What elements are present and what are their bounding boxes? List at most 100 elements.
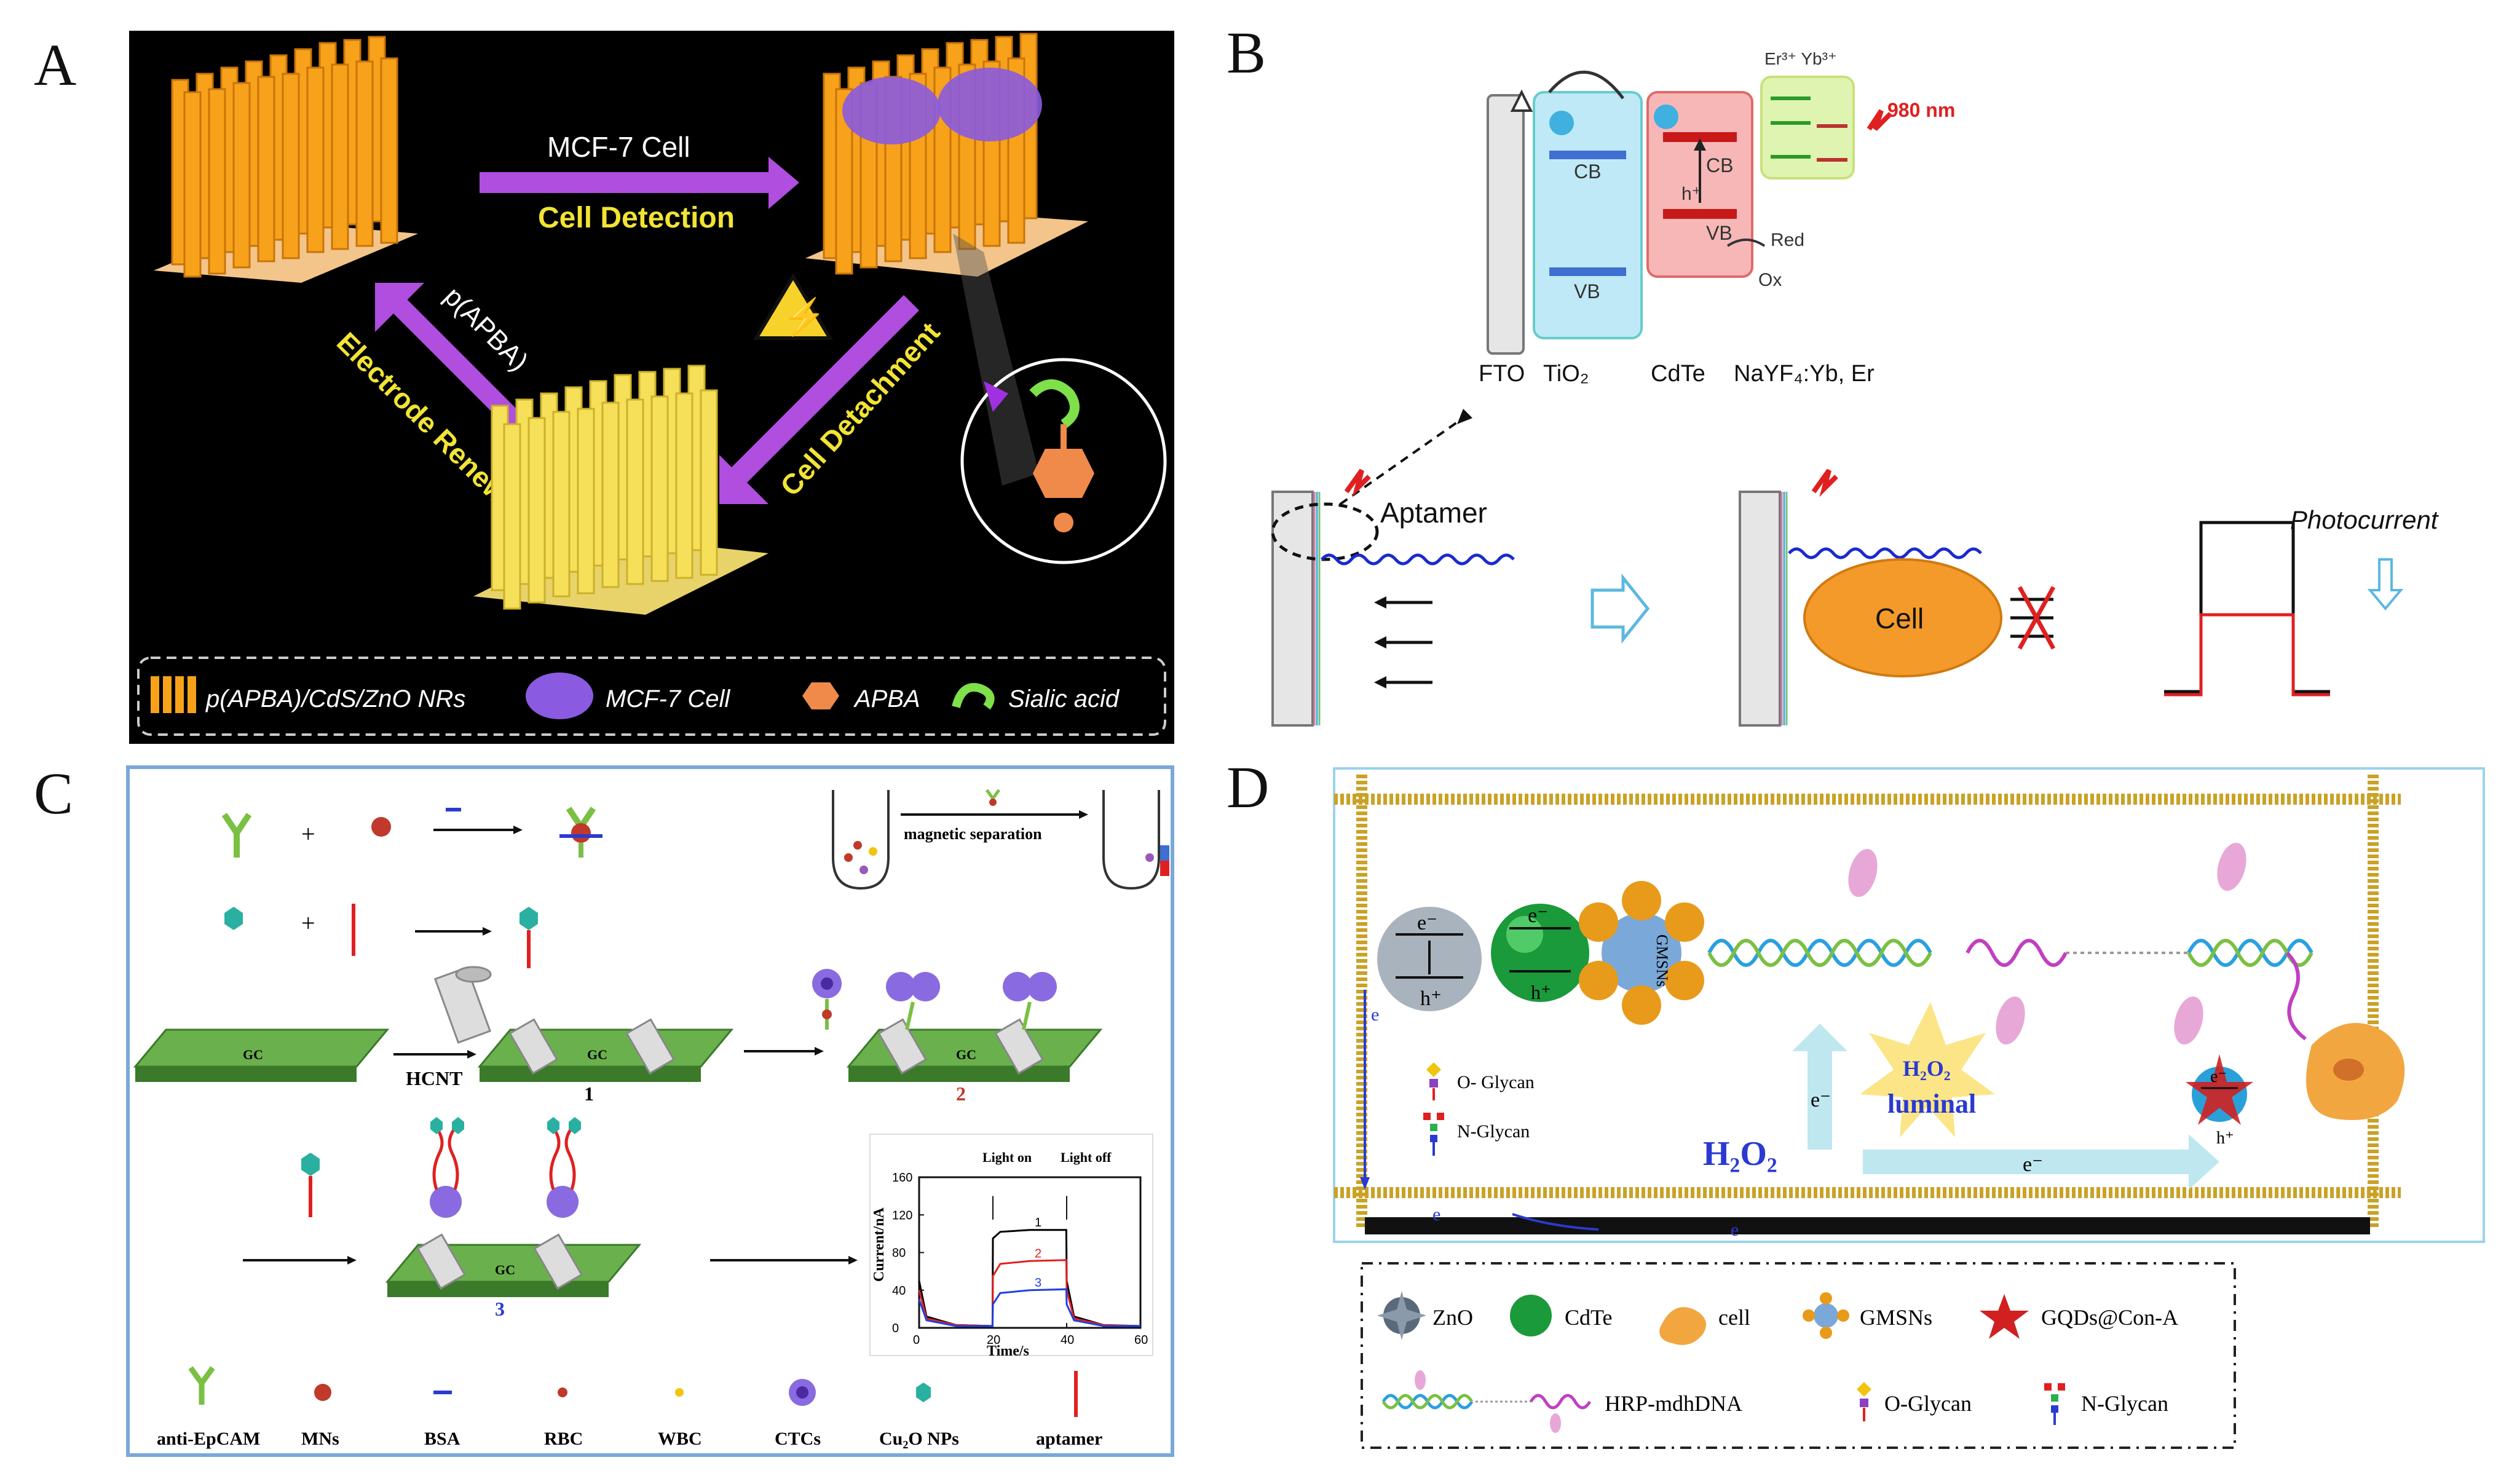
panel-label-b: B <box>1227 20 1266 85</box>
cdte-vb-label: VB <box>1706 222 1733 244</box>
gqd-h-label: h⁺ <box>2216 1129 2234 1148</box>
series-line-3 <box>918 1288 1140 1327</box>
chart-ylabel: Current/nA <box>871 1207 887 1282</box>
step-3-label: 3 <box>495 1298 505 1320</box>
panel-a-legend-box <box>137 657 1166 736</box>
legend-cdte-icon <box>1510 1295 1552 1336</box>
dna-strand-green <box>1707 939 1932 967</box>
panel-d-legend-box <box>1361 1262 2236 1449</box>
series-line-2 <box>918 1259 1141 1327</box>
hcnt-icon <box>433 966 492 1044</box>
electrode-middle <box>1739 491 1781 727</box>
legend-antibody-icon <box>188 1366 215 1405</box>
arrow-up <box>1792 1024 1847 1150</box>
luminal-burst <box>1860 1002 1995 1137</box>
legend-mns-icon <box>314 1384 331 1401</box>
legend-n-glycan-icon <box>2044 1383 2065 1425</box>
rod-array-yellow <box>473 365 768 615</box>
electrode-left <box>1271 491 1314 727</box>
legend-gqds-label: GQDs@Con-A <box>2041 1305 2178 1330</box>
o-glycan-label: O- Glycan <box>1457 1072 1535 1092</box>
legend-sialic-icon <box>952 683 995 710</box>
legend-rbc-icon <box>558 1387 567 1397</box>
zoom-circle <box>960 358 1167 564</box>
series-label-1: 1 <box>1035 1216 1041 1229</box>
panel-b: CB VB CB h⁺ VB Er³⁺ Yb³⁺ 980 nm Red Ox F… <box>1242 25 2496 738</box>
legend-o-glycan-icon <box>1857 1382 1871 1421</box>
electron-icon-cdte <box>1654 105 1678 129</box>
aptamer-cu2o-complex <box>520 907 538 968</box>
electrode-bar <box>1365 1217 2370 1234</box>
legend-gmsns-label: GMSNs <box>1860 1305 1932 1330</box>
legend-mns: MNs <box>301 1429 339 1449</box>
legend-n-glycan-label: N-Glycan <box>2081 1391 2168 1416</box>
photocurrent-label: Photocurrent <box>2290 505 2440 534</box>
legend-cell-icon <box>526 673 593 719</box>
n-glycan-label: N-Glycan <box>1457 1121 1530 1142</box>
y-tick-label-3: 120 <box>892 1209 912 1222</box>
wavelength-label: 980 nm <box>1887 99 1955 121</box>
hcnt-label: HCNT <box>406 1067 462 1089</box>
series-label-3: 3 <box>1035 1276 1041 1290</box>
aptamer-label: Aptamer <box>1380 497 1487 529</box>
gc-plate-2 <box>477 1018 734 1082</box>
apba-shape <box>1033 449 1094 498</box>
gc-plate-1 <box>133 1028 390 1082</box>
y-tick-label-4: 160 <box>892 1171 912 1185</box>
legend-bsa: BSA <box>424 1429 460 1449</box>
legend-cu2o: Cu₂O NPs <box>879 1429 959 1449</box>
panel-label-a: A <box>34 32 77 98</box>
arrow-electrode-renewal <box>375 283 532 436</box>
legend-sialic-label: Sialic acid <box>1008 685 1120 712</box>
label-mcf7-cell: MCF-7 Cell <box>547 131 690 163</box>
step-1-label: 1 <box>584 1083 594 1105</box>
panel-label-d: D <box>1227 754 1270 820</box>
legend-wbc-icon <box>675 1388 684 1397</box>
legend-aptamer: aptamer <box>1036 1429 1102 1449</box>
legend-zno-label: ZnO <box>1432 1305 1473 1330</box>
laser-icon-left <box>1344 468 1371 497</box>
x-tick-label-0: 0 <box>913 1333 920 1347</box>
arrow-cell-detachment <box>719 295 919 504</box>
hollow-arrow-right <box>1590 573 1650 644</box>
cdte-e-label: e⁻ <box>1528 904 1548 927</box>
gc-plate-3 <box>846 972 1103 1082</box>
arrow-right-e-label: e⁻ <box>2023 1153 2043 1176</box>
y-tick-label-2: 80 <box>892 1247 906 1260</box>
luminal-label: luminal <box>1887 1089 1976 1119</box>
y-tick-label-0: 0 <box>892 1322 899 1335</box>
legend-hrp-label: HRP-mdhDNA <box>1605 1391 1742 1416</box>
gqd-particle <box>2186 1054 2253 1125</box>
aptamer-strand-left <box>1321 553 1515 566</box>
cu2o-icon <box>224 907 243 930</box>
antibody-mn-complex <box>559 807 603 858</box>
label-cell-detection: Cell Detection <box>538 202 735 234</box>
sialic-acid-shape <box>1029 379 1080 428</box>
gc-plate-4 <box>385 1117 642 1297</box>
legend-cu2o-icon <box>916 1383 931 1402</box>
legend-gmsns-icon <box>1803 1292 1849 1339</box>
gmsn-particle <box>1579 881 1704 1025</box>
aptamer-cu2o-complex-2 <box>301 1153 320 1217</box>
nayf4-block <box>1760 76 1855 180</box>
cdte-cb-label: CB <box>1706 154 1733 176</box>
legend-cell-icon <box>1659 1307 1706 1345</box>
fto-electrode <box>1487 94 1525 355</box>
arrow-cell-detection <box>480 157 799 209</box>
y-tick-label-1: 40 <box>892 1284 906 1298</box>
tio2-vb-label: VB <box>1574 280 1600 302</box>
tio2-cb-label: CB <box>1574 160 1601 183</box>
legend-cell-label: cell <box>1718 1305 1750 1330</box>
aptamer-strand-middle <box>1788 547 1982 559</box>
laser-icon <box>1867 109 1892 131</box>
chart-xlabel: Time/s <box>987 1343 1029 1359</box>
rod-array-orange-right <box>805 33 1088 277</box>
red-label: Red <box>1771 230 1804 250</box>
electron-path-e-bottom-2: e <box>1731 1220 1739 1240</box>
ox-label: Ox <box>1758 270 1782 290</box>
gqd-e-label: e⁻ <box>2210 1067 2227 1086</box>
legend-apba-icon <box>802 682 839 709</box>
magnetic-separation-label: magnetic separation <box>904 825 1042 843</box>
